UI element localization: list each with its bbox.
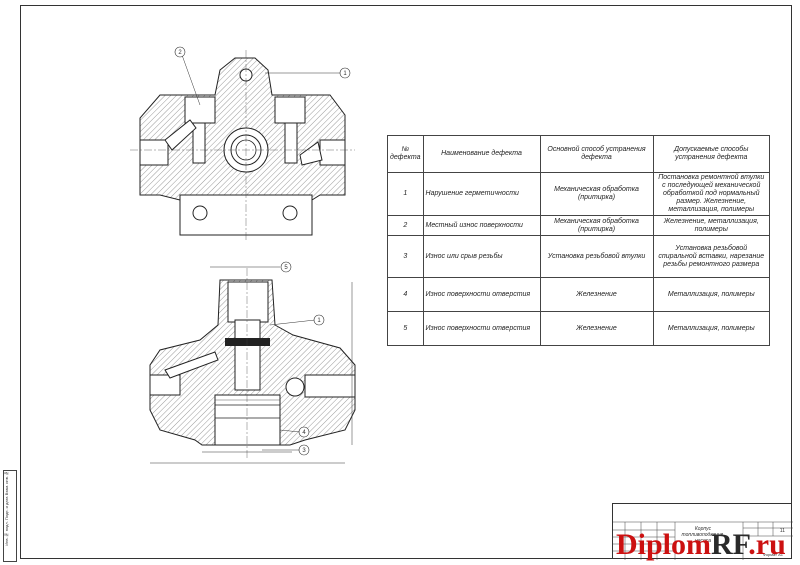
cell-main-method: Механическая обработка (притирка) <box>539 172 654 216</box>
watermark-part1: Diplom <box>616 528 712 561</box>
callout-circle <box>174 46 186 58</box>
title-block-grid <box>613 521 793 560</box>
cell-main-method: Железнение <box>539 277 654 312</box>
callout-circle <box>339 67 351 79</box>
title-block-sheet: 11 <box>779 528 785 534</box>
watermark-part3: .ru <box>748 528 786 561</box>
cell-alt-methods: Металлизация, полимеры <box>652 311 771 346</box>
table-row: 3 Износ или срыв резьбы Установка резьбо… <box>387 235 771 278</box>
callout-label: 1 <box>343 71 347 77</box>
cell-defect-name: Износ или срыв резьбы <box>422 235 541 278</box>
cell-alt-methods: Установка резьбовой спиральной вставки, … <box>652 235 771 278</box>
defects-table: № дефекта Наименование дефекта Основной … <box>387 135 771 346</box>
cell-number: 4 <box>387 277 424 312</box>
cell-number: 2 <box>387 215 424 236</box>
title-block: Корпус топливоподкачив. насоса 11 Формат… <box>612 503 793 560</box>
table-row: 1 Нарушение герметичности Механическая о… <box>387 172 771 216</box>
callout-circle <box>298 444 310 456</box>
col-header-number: № дефекта <box>387 135 424 173</box>
callout-circle <box>313 314 325 326</box>
cell-number: 1 <box>387 172 424 216</box>
title-block-format: Формат А1 <box>762 552 783 557</box>
callout-label: 5 <box>284 265 288 271</box>
cell-alt-methods: Металлизация, полимеры <box>652 277 771 312</box>
callout-markers: 1 2 5 1 4 3 <box>174 46 351 456</box>
cell-defect-name: Нарушение герметичности <box>422 172 541 216</box>
table-header-row: № дефекта Наименование дефекта Основной … <box>387 135 771 173</box>
cell-alt-methods: Постановка ремонтной втулки с последующе… <box>652 172 771 216</box>
watermark-part2: RF <box>711 528 749 561</box>
lower-section-view <box>149 266 356 464</box>
callout-label: 1 <box>317 318 321 324</box>
title-block-title: Корпус топливоподкачив. насоса <box>681 526 725 544</box>
callout-label: 3 <box>302 448 306 454</box>
cell-alt-methods: Железнение, металлизация, полимеры <box>652 215 771 236</box>
table-row: 4 Износ поверхности отверстия Железнение… <box>387 277 771 312</box>
cell-main-method: Установка резьбовой втулки <box>539 235 654 278</box>
cell-defect-name: Износ поверхности отверстия <box>422 277 541 312</box>
side-stamp-strip: Инв.№ подл. Подп. и дата Взам. инв.№ <box>3 470 17 562</box>
callout-label: 4 <box>302 430 306 436</box>
upper-section-view <box>130 50 355 240</box>
col-header-defect-name: Наименование дефекта <box>422 135 541 173</box>
callout-circle <box>280 261 292 273</box>
cell-main-method: Механическая обработка (притирка) <box>539 215 654 236</box>
table-row: 5 Износ поверхности отверстия Железнение… <box>387 311 771 346</box>
table-row: 2 Местный износ поверхности Механическая… <box>387 215 771 236</box>
drawing-frame <box>20 5 792 559</box>
cell-defect-name: Местный износ поверхности <box>422 215 541 236</box>
col-header-alt-methods: Допускаемые способы устранения дефекта <box>652 135 771 173</box>
watermark-logo: DiplomRF.ru <box>616 529 786 561</box>
callout-circle <box>298 426 310 438</box>
callout-label: 2 <box>178 50 182 56</box>
cell-main-method: Железнение <box>539 311 654 346</box>
cell-defect-name: Износ поверхности отверстия <box>422 311 541 346</box>
col-header-main-method: Основной способ устранения дефекта <box>539 135 654 173</box>
cell-number: 3 <box>387 235 424 278</box>
cell-number: 5 <box>387 311 424 346</box>
